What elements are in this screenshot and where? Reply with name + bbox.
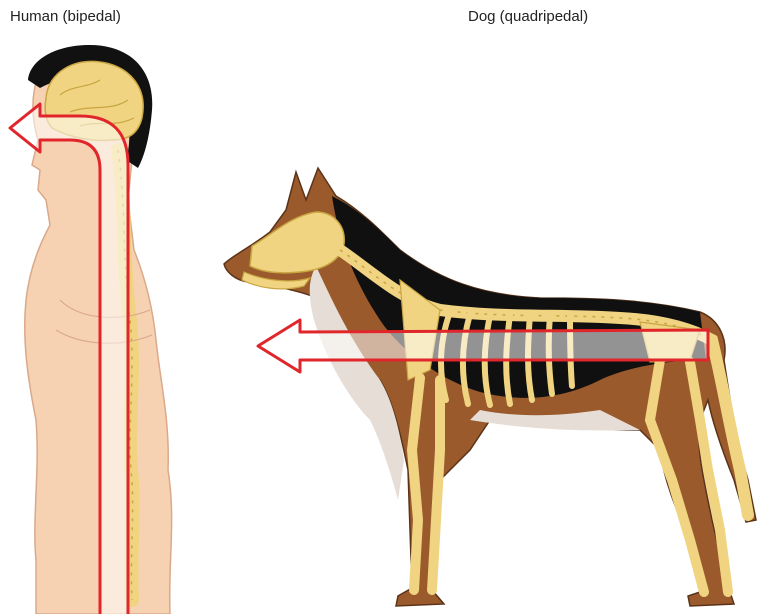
dog-figure (224, 168, 756, 606)
dog-skull (250, 212, 344, 273)
human-figure (10, 45, 172, 614)
